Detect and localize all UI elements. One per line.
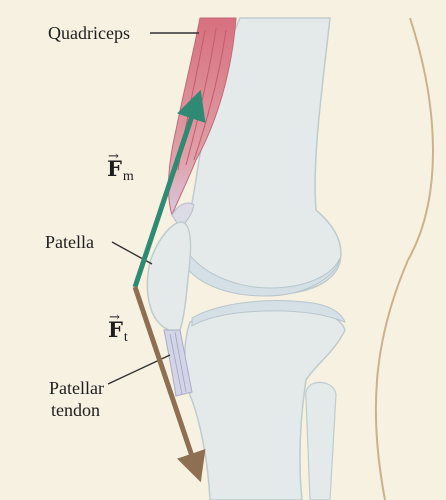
patellar-tendon-label-line1: Patellar bbox=[49, 378, 104, 398]
quadriceps-label: Quadriceps bbox=[48, 23, 130, 43]
tendon-force-subscript: t bbox=[124, 330, 128, 345]
muscle-force-symbol: → Fm bbox=[107, 158, 134, 188]
fibula bbox=[306, 382, 336, 500]
skin-outline bbox=[376, 18, 433, 500]
vector-arrow-icon: → bbox=[109, 307, 120, 329]
vector-arrow-icon: → bbox=[108, 146, 119, 168]
patella-label: Patella bbox=[45, 232, 94, 252]
muscle-force-subscript: m bbox=[123, 169, 134, 184]
tendon-force-symbol: → Ft bbox=[108, 319, 128, 349]
patellar-tendon-label-line2: tendon bbox=[51, 400, 100, 420]
